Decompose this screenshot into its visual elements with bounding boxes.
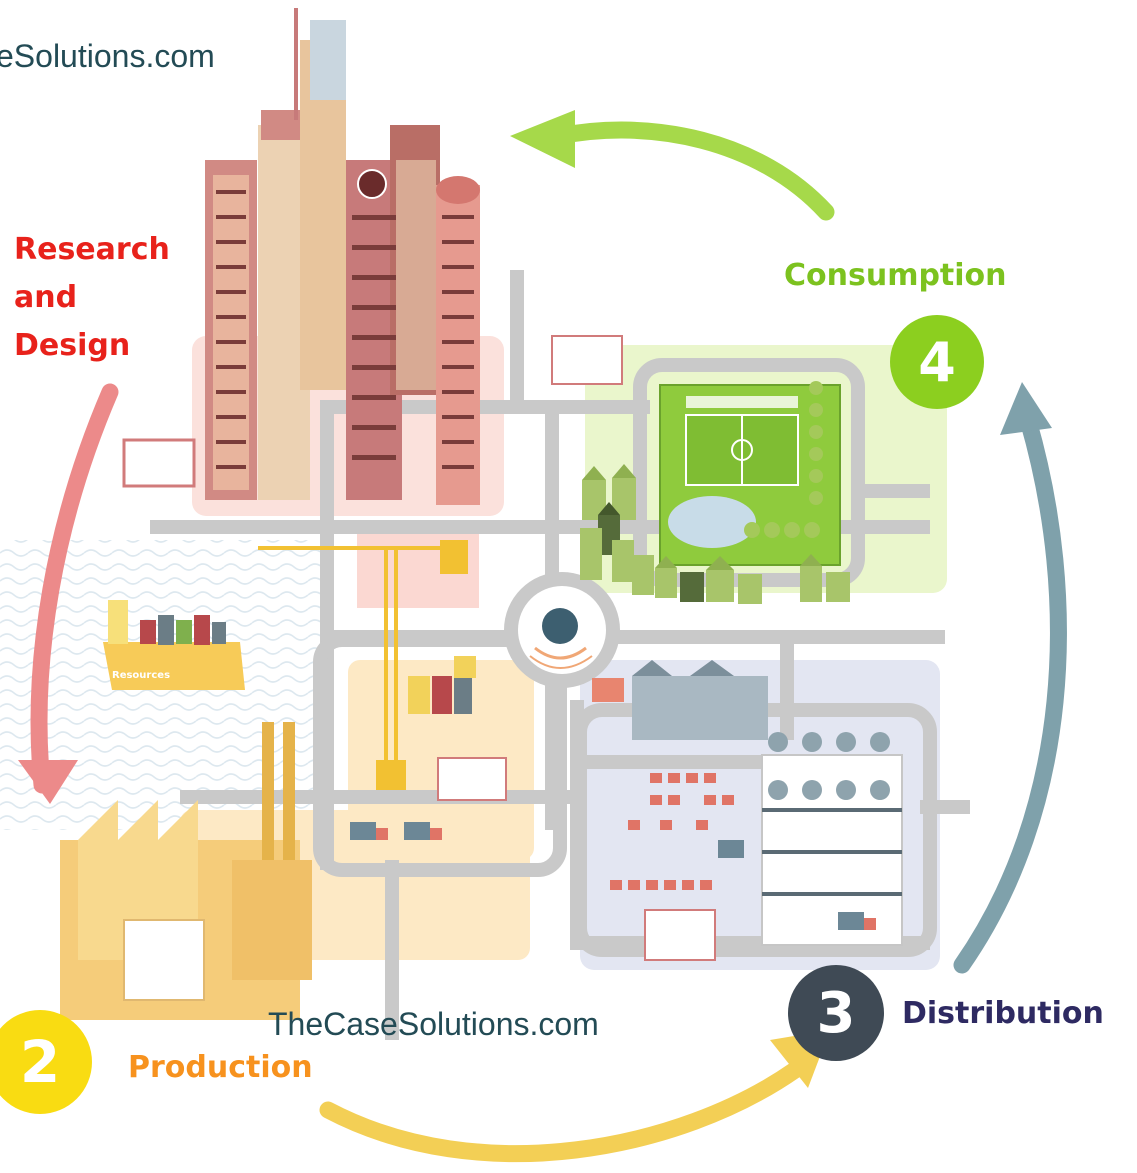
arrow-distribution-to-consumption-head — [1000, 382, 1052, 435]
shopping-mall — [761, 732, 903, 946]
factory — [60, 722, 312, 1020]
label-research-line3: Design — [14, 328, 131, 363]
arrow-research-to-production — [30, 383, 119, 794]
badge-consumption: 4 — [890, 315, 984, 409]
shopping-street — [592, 660, 768, 740]
label-consumption: Consumption — [784, 258, 1007, 293]
industrial-ring-road — [313, 633, 567, 877]
watermark-bottom: TheCaseSolutions.com — [268, 1006, 599, 1042]
billboard — [122, 438, 196, 488]
arrow-research-to-production-head — [18, 760, 78, 804]
badge-distribution: 3 — [788, 965, 884, 1061]
arrow-consumption-to-research-head — [510, 110, 575, 168]
badge-production: 2 — [0, 1010, 92, 1114]
pond — [668, 496, 756, 548]
container-stacks — [408, 656, 476, 714]
watermark-top: eSolutions.com — [0, 38, 215, 74]
parking-lot — [610, 773, 734, 890]
label-distribution: Distribution — [902, 996, 1104, 1031]
residential-houses — [580, 464, 850, 604]
park-trees — [744, 381, 823, 538]
cargo-ship — [103, 600, 245, 690]
construction-crane — [258, 546, 440, 770]
label-research: Research and Design — [14, 226, 170, 370]
arrow-consumption-to-research — [551, 121, 835, 221]
ship-label: Resources — [112, 670, 170, 681]
label-production: Production — [128, 1050, 313, 1085]
label-research-line1: Research — [14, 232, 170, 267]
office-towers — [205, 8, 480, 505]
arrow-production-to-distribution — [319, 1061, 804, 1163]
delivery-trucks — [350, 822, 876, 930]
label-research-line2: and — [14, 280, 78, 315]
fountain — [542, 608, 578, 644]
arrow-distribution-to-consumption — [953, 411, 1067, 974]
